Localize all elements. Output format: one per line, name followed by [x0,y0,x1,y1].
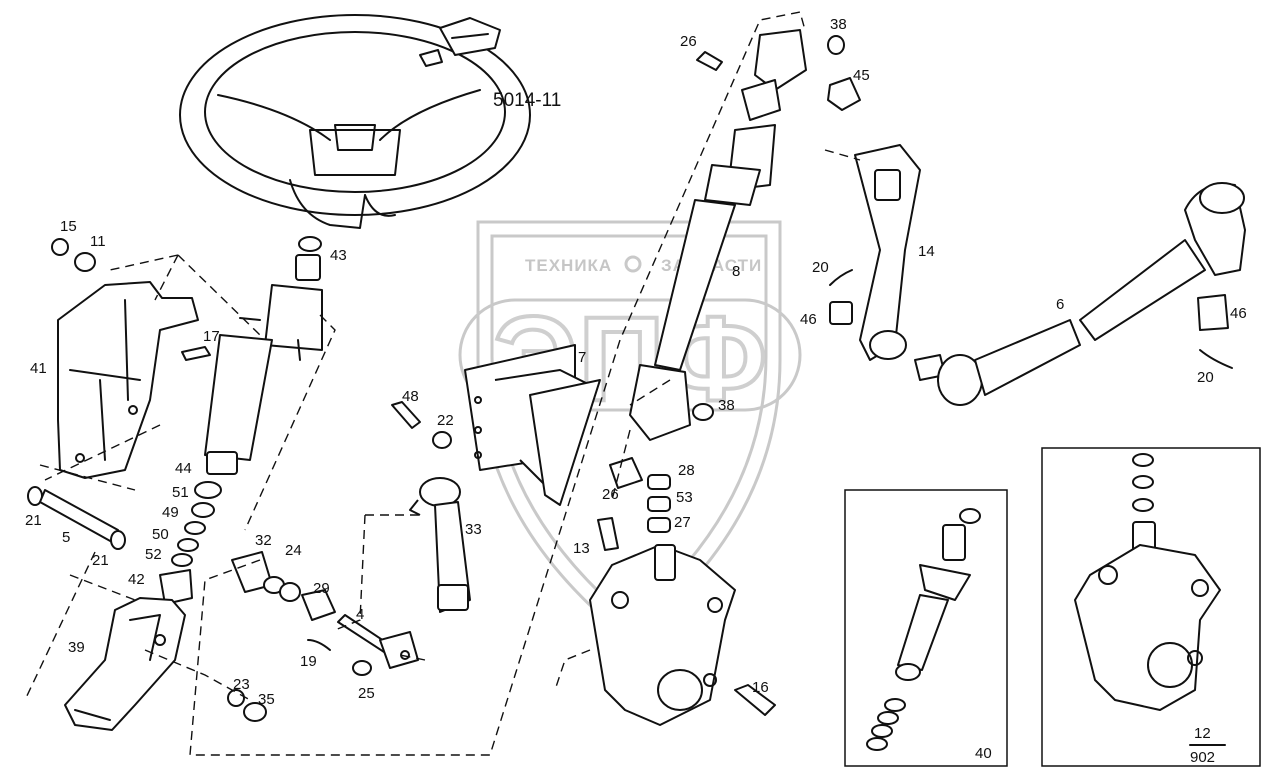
pitman-arm [854,144,921,361]
leader-lines [24,11,861,756]
inset-40: 40 [844,489,1008,767]
steering-column [204,236,323,475]
tie-rod [914,182,1246,406]
intermediate-shaft [629,29,807,441]
idler-arm [409,477,471,613]
callout-52: 52 [145,546,162,563]
callout-16: 16 [752,679,769,696]
callout-26: 26 [602,486,619,503]
callout-15: 15 [60,218,77,235]
callout-48: 48 [402,388,419,405]
callout-8: 8 [732,263,740,280]
callout-53: 53 [676,489,693,506]
callout-24: 24 [285,542,302,559]
callout-20: 20 [1197,369,1214,386]
bushings [231,551,336,621]
callout-11: 11 [90,233,106,250]
callout-38: 38 [718,397,735,414]
steering-gear-bracket [464,344,601,506]
callout-41: 41 [30,360,47,377]
ring-stack [159,481,222,605]
gear-icon [624,255,642,273]
column-bracket [57,281,199,479]
callout-20: 20 [812,259,829,276]
callout-46: 46 [800,311,817,328]
callout-38: 38 [830,16,847,33]
callout-28: 28 [678,462,695,479]
callout-22: 22 [437,412,454,429]
callout-43: 43 [330,247,347,264]
callout-39: 39 [68,639,85,656]
inset-label: 40 [975,745,992,762]
callout-45: 45 [853,67,870,84]
callout-6: 6 [1056,296,1064,313]
callout-32: 32 [255,532,272,549]
callout-25: 25 [358,685,375,702]
bolt-4 [307,614,419,676]
callout-21: 21 [25,512,42,529]
callout-4: 4 [356,606,364,623]
pitman-lever-left [64,597,186,731]
callout-29: 29 [313,580,330,597]
callout-5: 5 [62,529,70,546]
callout-49: 49 [162,504,179,521]
callout-46: 46 [1230,305,1247,322]
sheet-number: 12 [1194,725,1211,742]
callout-27: 27 [674,514,691,531]
callout-17: 17 [203,328,220,345]
callout-14: 14 [918,243,935,260]
callout-50: 50 [152,526,169,543]
callout-33: 33 [465,521,482,538]
callout-19: 19 [300,653,317,670]
callout-26: 26 [680,33,697,50]
inset-gearbox [1041,447,1261,767]
callout-44: 44 [175,460,192,477]
sheet-total: 902 [1190,749,1215,766]
pivot-pin [27,486,126,550]
drawing-code: 5014-11 [493,90,561,111]
callout-23: 23 [233,676,250,693]
horn-switch [419,17,501,67]
callout-13: 13 [573,540,590,557]
callout-51: 51 [172,484,189,501]
callout-7: 7 [578,349,586,366]
callout-35: 35 [258,691,275,708]
callout-42: 42 [128,571,145,588]
callout-21: 21 [92,552,109,569]
steering-wheel [179,14,531,229]
watermark-top-text: ТЕХНИКА [525,256,612,275]
steering-gear-box [589,457,776,726]
